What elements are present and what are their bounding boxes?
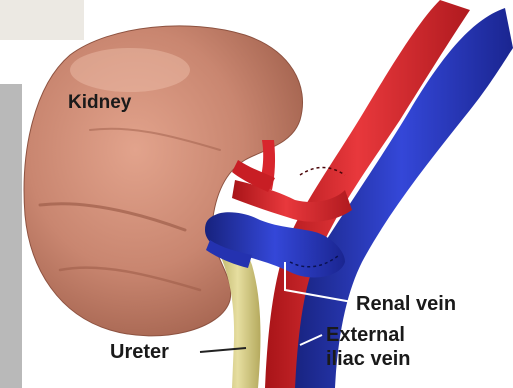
- label-external-iliac-vein-line1: External: [326, 324, 405, 346]
- kidney-highlight: [70, 48, 190, 92]
- label-kidney: Kidney: [68, 92, 131, 114]
- label-ureter: Ureter: [110, 341, 169, 363]
- label-renal-vein: Renal vein: [356, 293, 456, 315]
- label-external-iliac-vein-line2: iliac vein: [326, 348, 411, 370]
